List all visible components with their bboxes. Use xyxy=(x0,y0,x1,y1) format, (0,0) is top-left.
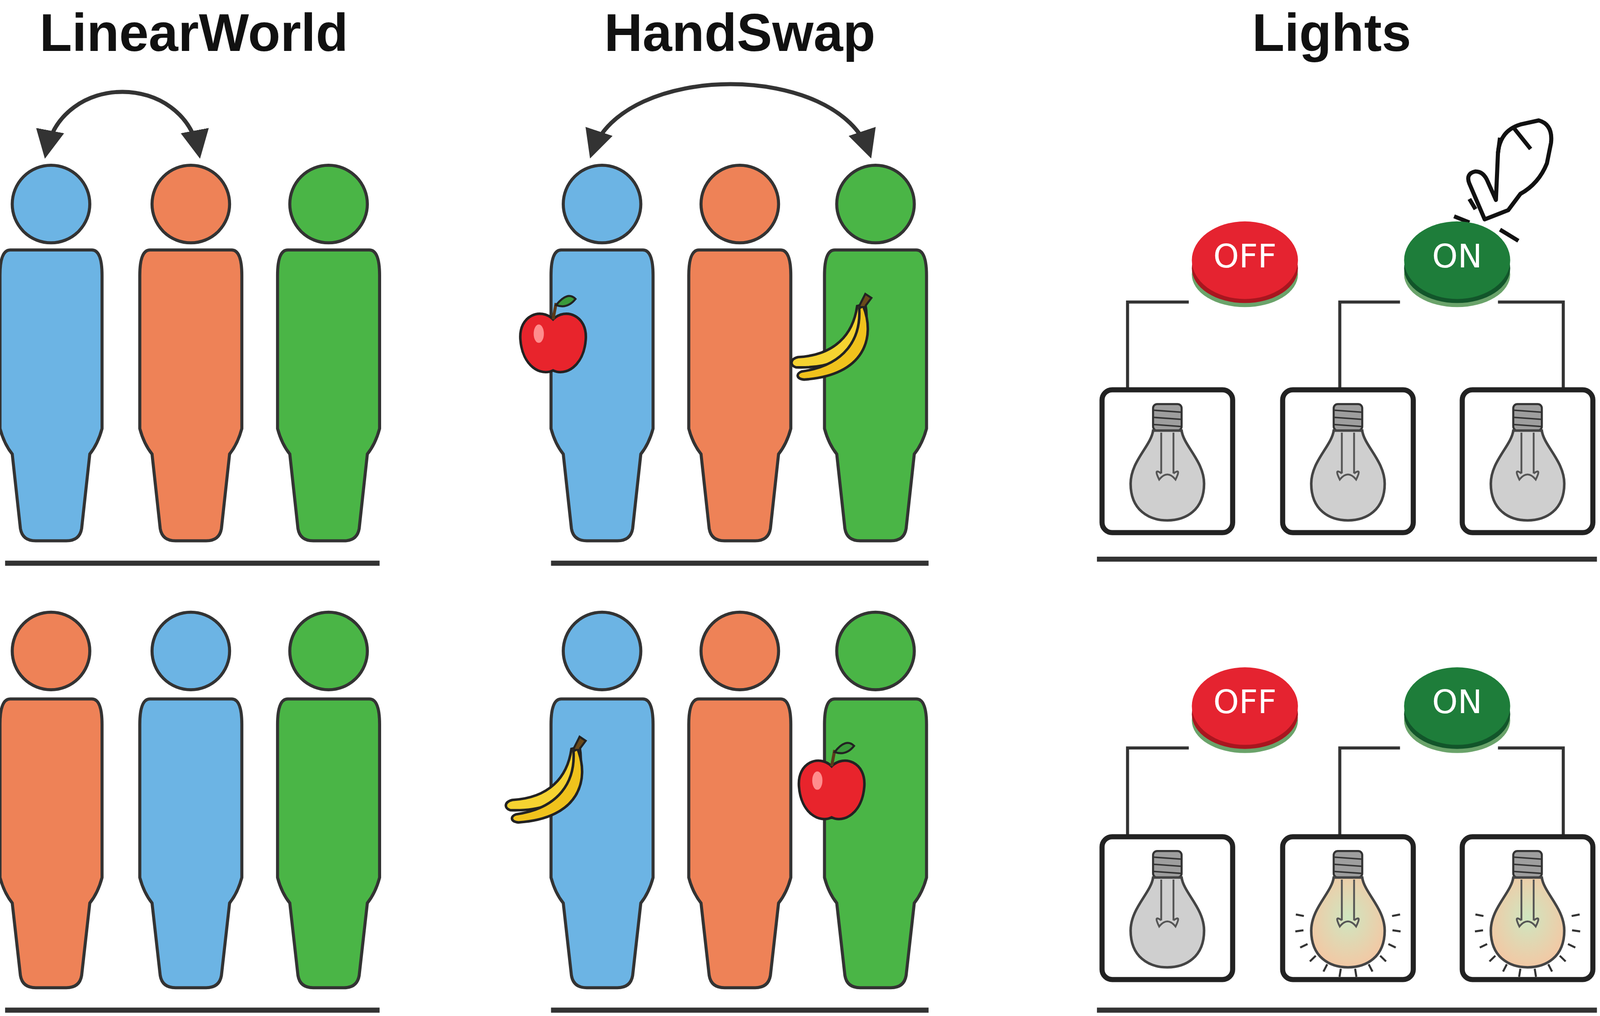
light-ray xyxy=(1323,964,1328,972)
light-ray xyxy=(1475,914,1484,916)
light-ray xyxy=(1368,964,1373,972)
light-ray xyxy=(1392,930,1401,932)
button-label: ON xyxy=(1393,239,1521,273)
light-ray xyxy=(1309,955,1316,962)
light-ray xyxy=(1300,944,1308,948)
person-body xyxy=(277,250,380,541)
light-ray xyxy=(1534,968,1536,977)
button-label: OFF xyxy=(1181,239,1309,273)
bulb-glass xyxy=(1130,430,1205,521)
light-ray xyxy=(1355,968,1357,977)
person-body xyxy=(551,250,654,541)
bulb-filament xyxy=(1516,879,1539,927)
person-body xyxy=(139,699,242,988)
bulb-base xyxy=(1333,850,1363,878)
person-body xyxy=(824,699,927,988)
push-button: OFF xyxy=(1181,217,1309,310)
bulb-box xyxy=(1282,836,1414,980)
person-body xyxy=(688,250,791,541)
light-ray xyxy=(1568,944,1576,948)
light-ray xyxy=(1295,914,1304,916)
person-head xyxy=(12,612,91,690)
person-head xyxy=(700,165,779,243)
bulb-glass xyxy=(1130,877,1205,968)
person-head xyxy=(836,612,915,690)
person-head xyxy=(289,165,368,243)
person-head xyxy=(563,165,641,243)
bulb-glass xyxy=(1490,430,1565,521)
light-ray xyxy=(1519,968,1521,977)
person-body xyxy=(551,699,654,988)
light-ray xyxy=(1559,955,1566,962)
banana xyxy=(505,736,586,823)
banana xyxy=(791,293,872,380)
bulb-filament xyxy=(1516,432,1539,480)
push-button: ON xyxy=(1393,663,1521,755)
panel-title: HandSwap xyxy=(603,5,876,60)
light-ray xyxy=(1571,914,1580,916)
panel-title: LinearWorld xyxy=(39,5,348,60)
apple-leaf xyxy=(834,743,855,754)
light-ray xyxy=(1392,914,1401,916)
light-ray xyxy=(1489,955,1496,962)
panel-title: Lights xyxy=(1252,5,1412,60)
light-ray xyxy=(1339,968,1341,977)
person-head xyxy=(836,165,915,243)
bulb-glass xyxy=(1311,877,1385,968)
bulb-base xyxy=(1152,403,1182,431)
bulb-base xyxy=(1152,850,1182,878)
person-body xyxy=(277,699,380,988)
person-head xyxy=(700,612,779,690)
person-body xyxy=(139,250,242,541)
person-head xyxy=(563,612,641,690)
bulb-filament xyxy=(1337,879,1359,927)
bulb-filament xyxy=(1156,879,1178,927)
bulb-filament xyxy=(1156,432,1178,480)
bulb-base xyxy=(1513,850,1542,878)
apple xyxy=(520,313,586,373)
light-ray xyxy=(1503,964,1507,972)
light-ray xyxy=(1572,930,1581,932)
bulb-base xyxy=(1333,403,1363,431)
push-button: OFF xyxy=(1181,663,1309,755)
apple xyxy=(798,760,865,820)
bulb-box xyxy=(1101,836,1233,980)
person-body xyxy=(0,250,102,541)
person-body xyxy=(688,699,791,988)
light-ray xyxy=(1479,944,1488,948)
button-label: ON xyxy=(1393,685,1521,719)
light-ray xyxy=(1388,944,1396,948)
bulb-box xyxy=(1462,836,1593,980)
person-body xyxy=(824,250,927,541)
apple-shine xyxy=(533,324,544,343)
light-ray xyxy=(1474,930,1484,932)
bulb-glass xyxy=(1490,877,1565,968)
person-head xyxy=(151,612,230,690)
bulb-filament xyxy=(1337,432,1359,480)
person-head xyxy=(151,165,230,243)
bulb-box xyxy=(1101,389,1233,533)
light-ray xyxy=(1295,930,1304,932)
apple-leaf xyxy=(556,296,576,307)
bulb-box xyxy=(1282,389,1414,533)
light-ray xyxy=(1548,964,1552,972)
bulb-box xyxy=(1462,389,1593,533)
button-label: OFF xyxy=(1181,685,1309,719)
bulb-base xyxy=(1513,403,1542,431)
apple-shine xyxy=(812,771,823,790)
push-button: ON xyxy=(1393,217,1521,310)
person-body xyxy=(0,699,102,988)
light-ray xyxy=(1380,955,1387,962)
person-head xyxy=(289,612,368,690)
person-head xyxy=(12,165,91,243)
bulb-glass xyxy=(1311,430,1385,521)
